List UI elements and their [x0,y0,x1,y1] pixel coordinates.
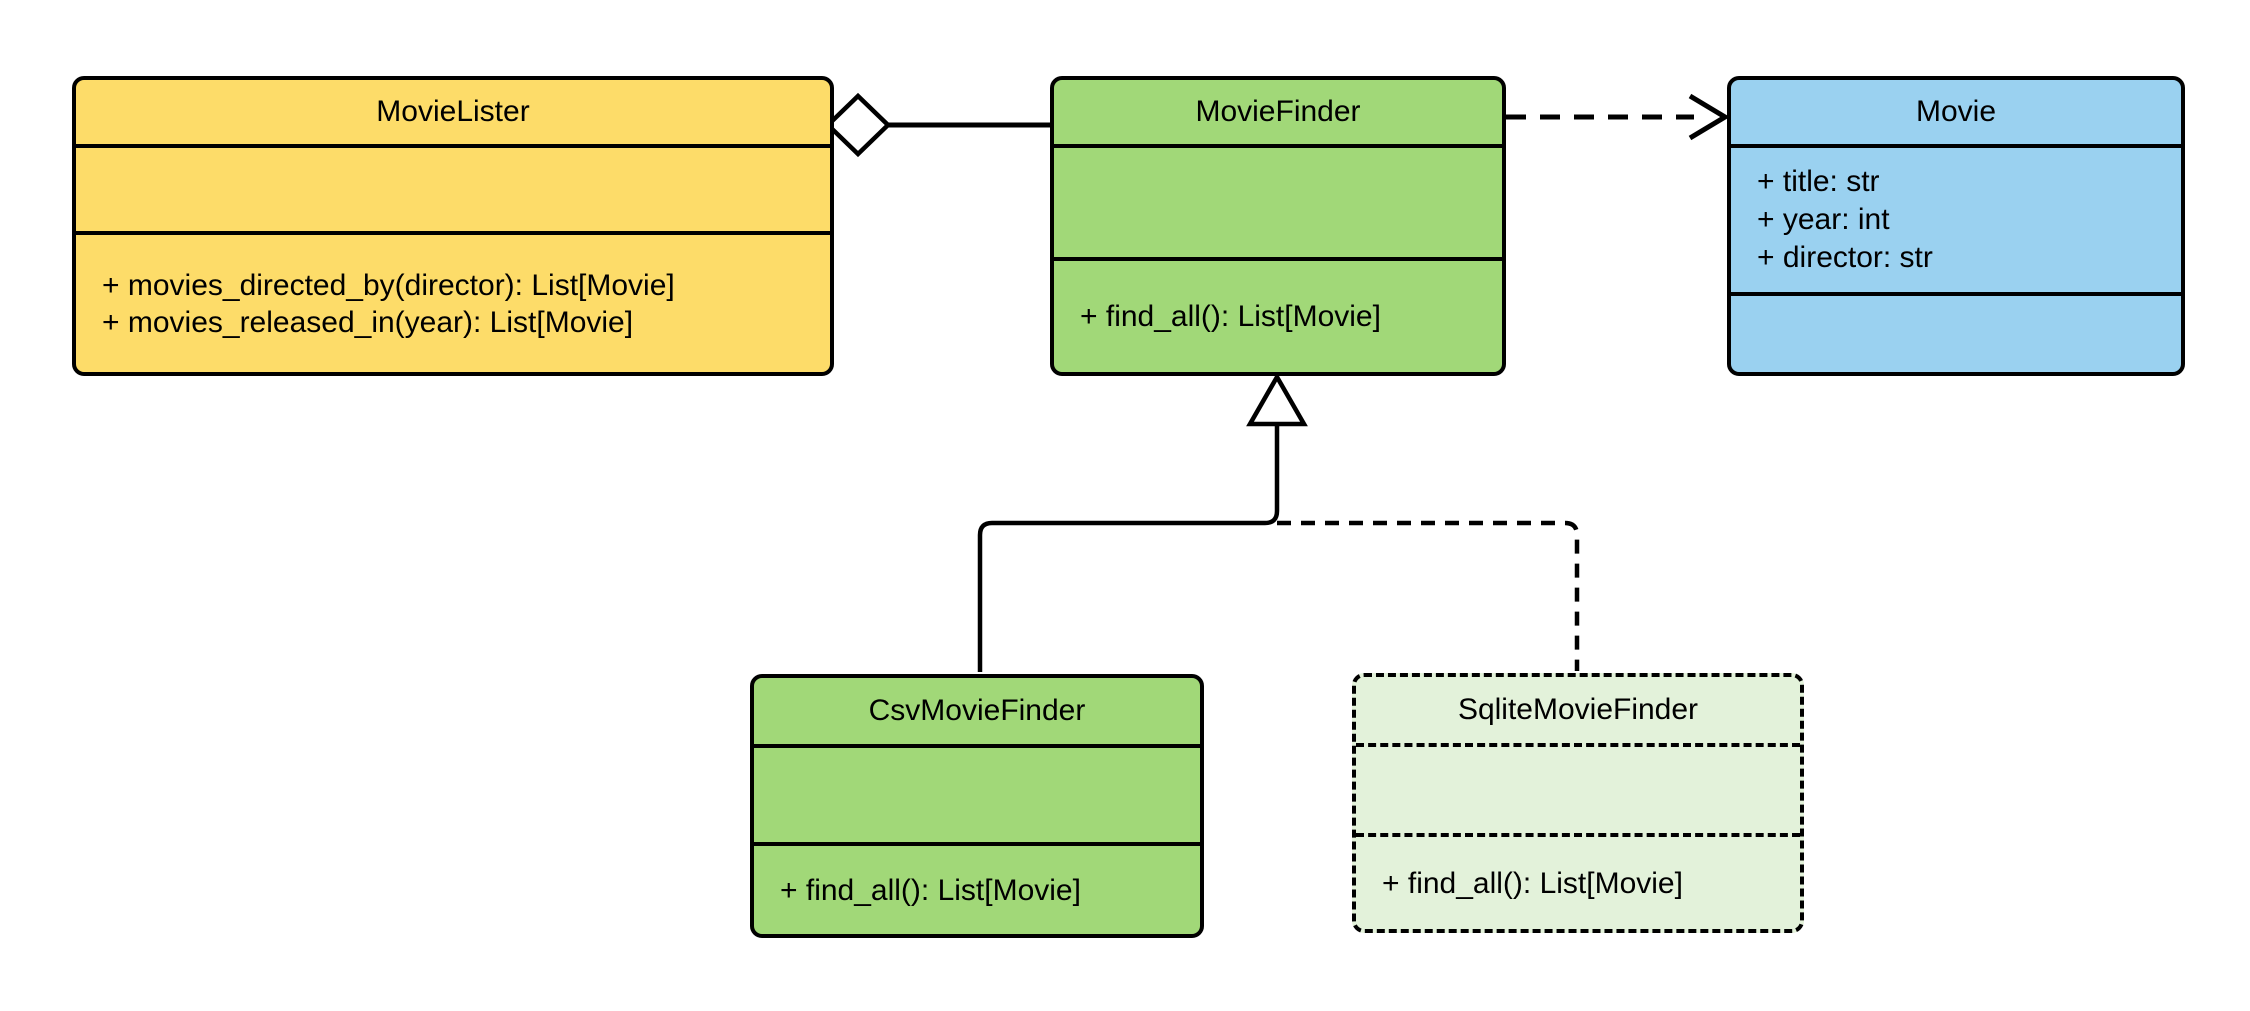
class-name-label: MovieLister [376,95,530,129]
methods-compartment: + movies_directed_by(director): List[Mov… [76,231,830,372]
inheritance-dashed-line [1277,520,1580,671]
class-node-movielister: MovieLister + movies_directed_by(directo… [72,76,834,376]
attributes-compartment [1356,743,1800,833]
hollow-diamond-marker [824,92,892,158]
attributes-compartment [1054,144,1502,257]
class-title: MovieLister [76,80,830,144]
aggregation-edge [824,92,1050,158]
methods-compartment: + find_all(): List[Movie] [1356,833,1800,929]
class-name-label: SqliteMovieFinder [1457,693,1699,727]
methods-compartment: + find_all(): List[Movie] [1054,257,1502,372]
method-label: + find_all(): List[Movie] [780,873,1081,907]
class-name-label: CsvMovieFinder [868,694,1086,728]
class-node-moviefinder: MovieFinder + find_all(): List[Movie] [1050,76,1506,376]
method-label: + find_all(): List[Movie] [1382,866,1683,900]
class-node-csvmoviefinder: CsvMovieFinder + find_all(): List[Movie] [750,674,1204,938]
attributes-compartment [76,144,830,231]
inheritance-solid-line [977,424,1280,672]
class-node-movie: Movie + title: str + year: int + directo… [1727,76,2185,376]
class-name-label: Movie [1915,95,1997,129]
dependency-edge [1506,93,1730,141]
open-arrowhead-marker [1688,93,1730,141]
class-name-label: MovieFinder [1195,95,1361,129]
method-label: + movies_released_in(year): List[Movie] [102,305,634,339]
class-node-sqlitemoviefinder: SqliteMovieFinder + find_all(): List[Mov… [1352,673,1804,933]
attribute-label: + director: str [1757,241,1933,274]
method-label: + movies_directed_by(director): List[Mov… [102,268,675,302]
methods-compartment [1731,292,2181,372]
class-title: Movie [1731,80,2181,144]
attributes-compartment [754,744,1200,842]
methods-compartment: + find_all(): List[Movie] [754,842,1200,934]
inheritance-edge-csv [977,424,1280,672]
class-title: MovieFinder [1054,80,1502,144]
class-title: SqliteMovieFinder [1356,677,1800,743]
attribute-label: + year: int [1757,203,1890,236]
class-title: CsvMovieFinder [754,678,1200,744]
method-label: + find_all(): List[Movie] [1080,300,1381,333]
hollow-triangle-marker [1246,372,1308,427]
inheritance-edge-sqlite [1277,520,1580,671]
attributes-compartment: + title: str + year: int + director: str [1731,144,2181,292]
attribute-label: + title: str [1757,165,1880,198]
